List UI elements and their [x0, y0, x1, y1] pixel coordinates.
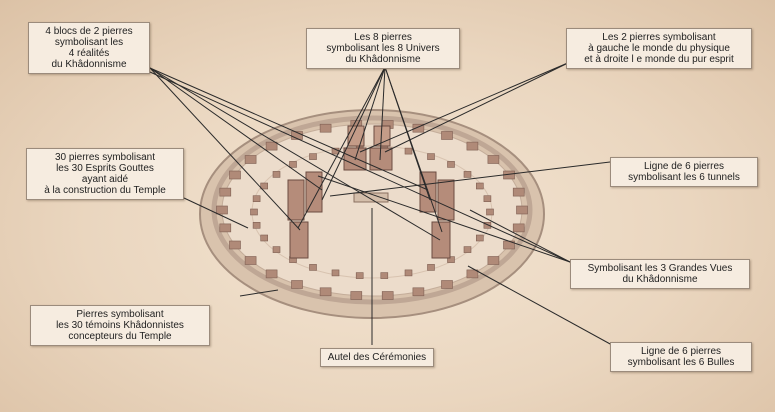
witness-stone — [442, 132, 453, 140]
spirit-stone — [484, 196, 491, 202]
witness-stone — [488, 156, 499, 164]
witness-stone — [266, 270, 277, 278]
spirit-stone — [332, 270, 339, 276]
spirit-stone — [310, 154, 317, 160]
spirit-stone — [464, 171, 471, 177]
spirit-stone — [273, 247, 280, 253]
witness-stone — [488, 257, 499, 265]
spirit-stone — [476, 183, 483, 189]
witness-stone — [467, 142, 478, 150]
spirit-stone — [476, 235, 483, 241]
spirit-stone — [381, 273, 388, 279]
witness-stone — [382, 292, 393, 300]
witness-stone — [320, 124, 331, 132]
spirit-stone — [428, 154, 435, 160]
spirit-stone — [261, 235, 268, 241]
spirit-stone — [405, 270, 412, 276]
spirit-stone — [464, 247, 471, 253]
witness-stone — [220, 224, 231, 232]
witness-stone — [442, 281, 453, 289]
spirit-stone — [428, 264, 435, 270]
label-3-grandes-vues: Symbolisant les 3 Grandes Vues du Khâdon… — [570, 259, 750, 289]
label-4-blocs: 4 blocs de 2 pierres symbolisant les 4 r… — [28, 22, 150, 74]
label-autel: Autel des Cérémonies — [320, 348, 434, 367]
witness-stone — [513, 188, 524, 196]
spirit-stone — [253, 222, 260, 228]
spirit-stone — [290, 161, 297, 167]
witness-stone — [517, 206, 528, 214]
spirit-stone — [251, 209, 258, 215]
spirit-stone — [310, 264, 317, 270]
spirit-stone — [405, 148, 412, 154]
spirit-stone — [253, 196, 260, 202]
witness-stone — [217, 206, 228, 214]
witness-stone — [320, 288, 331, 296]
spirit-stone — [273, 171, 280, 177]
witness-stone — [413, 288, 424, 296]
witness-stone — [245, 156, 256, 164]
witness-stone — [230, 241, 241, 249]
spirit-stone — [487, 209, 494, 215]
label-2-pierres: Les 2 pierres symbolisant à gauche le mo… — [566, 28, 752, 69]
witness-stone — [351, 292, 362, 300]
witness-stone — [513, 224, 524, 232]
label-8-univers: Les 8 pierres symbolisant les 8 Univers … — [306, 28, 460, 69]
label-30-esprits: 30 pierres symbolisant les 30 Esprits Go… — [26, 148, 184, 200]
spirit-stone — [356, 273, 363, 279]
label-30-temoins: Pierres symbolisant les 30 témoins Khâdo… — [30, 305, 210, 346]
witness-stone — [292, 281, 303, 289]
label-6-bulles: Ligne de 6 pierres symbolisant les 6 Bul… — [610, 342, 752, 372]
witness-stone — [220, 188, 231, 196]
witness-stone — [230, 171, 241, 179]
spirit-stone — [448, 161, 455, 167]
witness-stone — [467, 270, 478, 278]
witness-stone — [245, 257, 256, 265]
label-6-tunnels: Ligne de 6 pierres symbolisant les 6 tun… — [610, 157, 758, 187]
witness-stone — [266, 142, 277, 150]
